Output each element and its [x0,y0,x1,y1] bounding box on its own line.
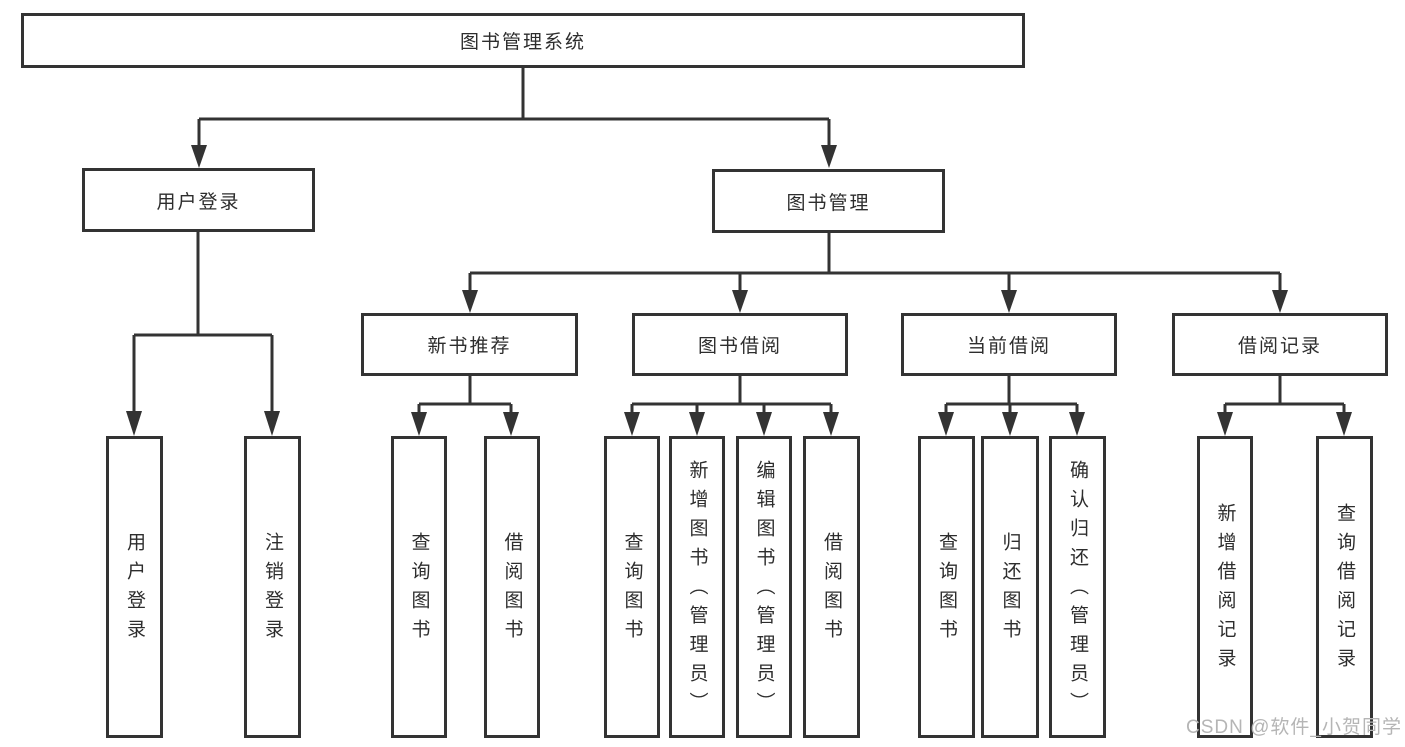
leaf-cb-confirm-return-admin: 确认归还（管理员） [1049,436,1106,738]
leaf-bb-borrow-books: 借阅图书 [803,436,860,738]
arrowhead [1001,290,1017,313]
leaf-cb-query-books: 查询图书 [918,436,975,738]
leaf-bb-query-books: 查询图书 [604,436,660,738]
arrowhead [823,412,839,436]
arrowhead [411,412,427,436]
node-root-system: 图书管理系统 [21,13,1025,68]
node-current-borrow: 当前借阅 [901,313,1117,376]
leaf-nbr-query-books: 查询图书 [391,436,447,738]
arrowhead [1002,412,1018,436]
leaf-nbr-borrow-books: 借阅图书 [484,436,540,738]
leaf-br-query-record: 查询借阅记录 [1316,436,1373,738]
arrowhead [938,412,954,436]
node-book-management: 图书管理 [712,169,945,233]
arrowhead [1272,290,1288,313]
leaf-br-add-record: 新增借阅记录 [1197,436,1253,738]
arrowhead [821,145,837,168]
arrowhead [1336,412,1352,436]
arrowhead [624,412,640,436]
arrowhead [732,290,748,313]
node-borrow-records: 借阅记录 [1172,313,1388,376]
arrowhead [1217,412,1233,436]
arrowhead [503,412,519,436]
arrowhead [689,412,705,436]
leaf-bb-edit-books-admin: 编辑图书（管理员） [736,436,792,738]
node-new-book-recommend: 新书推荐 [361,313,578,376]
leaf-bb-add-books-admin: 新增图书（管理员） [669,436,725,738]
arrowhead [462,290,478,313]
arrowhead [756,412,772,436]
leaf-cb-return-books: 归还图书 [981,436,1039,738]
arrowhead [1069,412,1085,436]
arrowhead [126,411,142,436]
node-book-borrow: 图书借阅 [632,313,848,376]
arrowhead [264,411,280,436]
leaf-logout: 注销登录 [244,436,301,738]
node-user-login: 用户登录 [82,168,315,232]
leaf-user-login: 用户登录 [106,436,163,738]
arrowhead [191,145,207,168]
csdn-watermark: CSDN @软件_小贺同学 [1186,717,1402,738]
